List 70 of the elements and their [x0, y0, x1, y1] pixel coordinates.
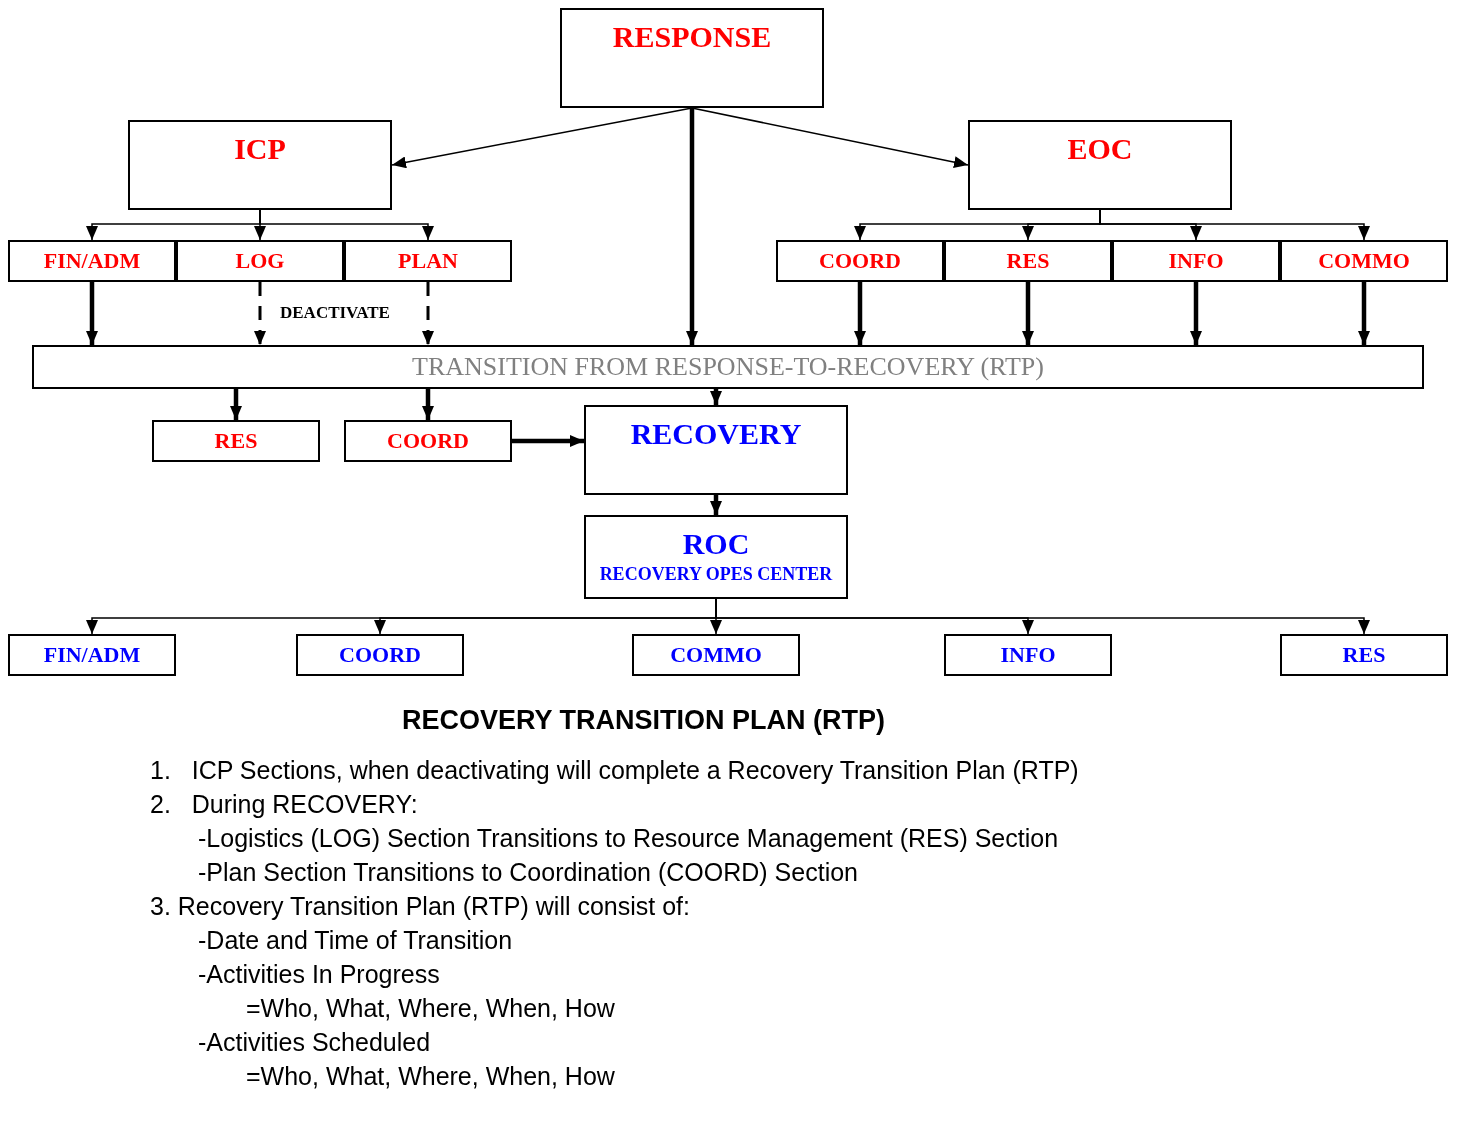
org-box	[1280, 240, 1448, 282]
box-title: PLAN	[397, 247, 459, 275]
org-box	[152, 420, 320, 462]
box-title: COMMO	[669, 641, 763, 669]
arrow	[254, 282, 266, 345]
box-title: COMMO	[1317, 247, 1411, 275]
box-title: FIN/ADM	[42, 641, 142, 669]
org-box	[968, 120, 1232, 210]
org-box	[632, 634, 800, 676]
org-box	[176, 240, 344, 282]
plan-text-line: 2. During RECOVERY:	[150, 788, 419, 820]
box-title: TRANSITION FROM RESPONSE-TO-RECOVERY (RTP)	[411, 350, 1045, 383]
arrow	[422, 282, 434, 345]
box-title: INFO	[999, 641, 1057, 669]
plan-text-line: -Activities Scheduled	[197, 1026, 432, 1058]
transition-bar	[32, 345, 1424, 389]
arrow	[710, 389, 722, 405]
org-box	[1112, 240, 1280, 282]
org-box	[344, 420, 512, 462]
arrow	[1190, 282, 1202, 345]
org-box	[776, 240, 944, 282]
box-title: ICP	[233, 131, 287, 167]
deactivate-label: DEACTIVATE	[280, 302, 390, 324]
plan-heading: RECOVERY TRANSITION PLAN (RTP)	[402, 704, 886, 737]
arrow	[1099, 209, 1370, 241]
plan-text-line: -Date and Time of Transition	[197, 924, 514, 956]
plan-text-line: =Who, What, Where, When, How	[245, 1060, 616, 1092]
arrow	[391, 107, 693, 169]
arrow	[710, 495, 722, 515]
arrow	[86, 282, 98, 345]
box-title: FIN/ADM	[42, 247, 142, 275]
arrow	[691, 107, 969, 169]
org-box	[1280, 634, 1448, 676]
box-title: LOG	[234, 247, 286, 275]
arrow	[1358, 282, 1370, 345]
arrow	[686, 108, 698, 345]
org-box	[344, 240, 512, 282]
box-title: RES	[1005, 247, 1051, 275]
org-box	[944, 634, 1112, 676]
box-title: ROC	[681, 526, 751, 562]
org-box	[8, 240, 176, 282]
org-box	[944, 240, 1112, 282]
box-subtitle: RECOVERY OPES CENTER	[598, 562, 834, 585]
org-box	[560, 8, 824, 108]
box-title: RESPONSE	[611, 19, 773, 55]
arrow	[422, 389, 434, 420]
plan-text-line: -Plan Section Transitions to Coordination (COORD) Section	[197, 856, 859, 888]
org-box	[128, 120, 392, 210]
org-box	[8, 634, 176, 676]
box-title: INFO	[1167, 247, 1225, 275]
box-title: RECOVERY	[629, 416, 803, 452]
arrow	[259, 209, 434, 241]
arrow	[854, 282, 866, 345]
plan-text-line: -Activities In Progress	[197, 958, 441, 990]
org-box	[296, 634, 464, 676]
arrow	[230, 389, 242, 420]
plan-text-line: =Who, What, Where, When, How	[245, 992, 616, 1024]
box-title: COORD	[818, 247, 902, 275]
box-title: COORD	[338, 641, 422, 669]
box-title: RES	[213, 427, 259, 455]
plan-text-line: 1. ICP Sections, when deactivating will complete a Recovery Transition Plan (RTP)	[150, 754, 1080, 786]
box-title: RES	[1341, 641, 1387, 669]
box-title: EOC	[1066, 131, 1134, 167]
arrow	[1022, 282, 1034, 345]
plan-text-line: 3. Recovery Transition Plan (RTP) will consist of:	[150, 890, 691, 922]
plan-text-line: -Logistics (LOG) Section Transitions to Resource Management (RES) Section	[197, 822, 1060, 854]
org-box	[584, 405, 848, 495]
arrow	[512, 435, 584, 447]
org-box	[584, 515, 848, 599]
box-title: COORD	[386, 427, 470, 455]
